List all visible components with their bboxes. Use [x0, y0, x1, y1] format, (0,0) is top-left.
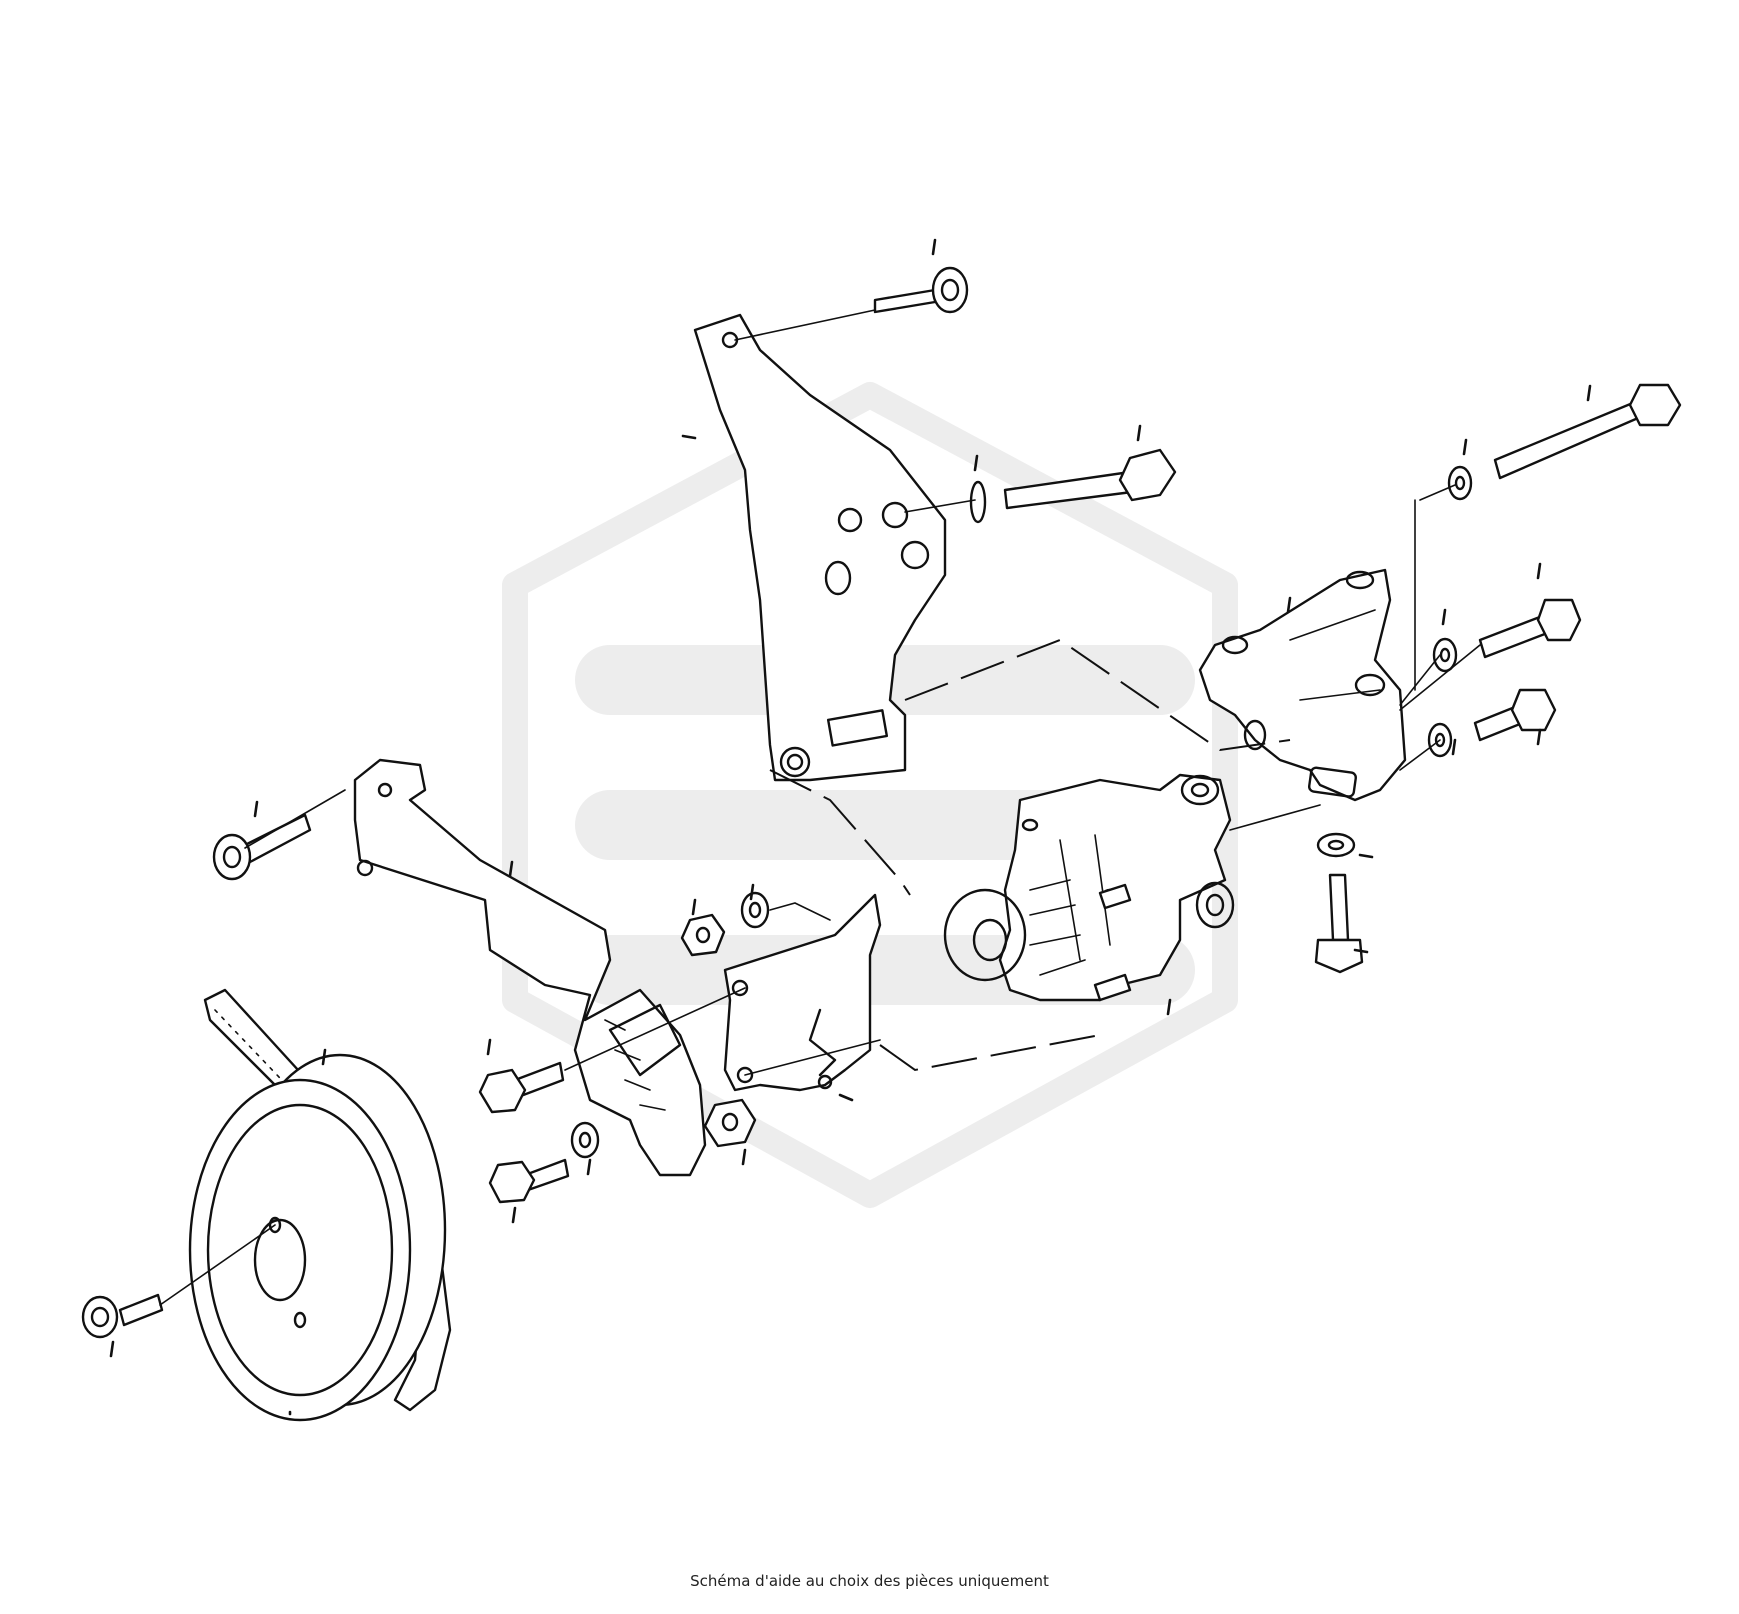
pulley[interactable]: [188, 1053, 447, 1422]
assembly-lines: [159, 309, 1481, 1306]
bolt-lower-left-2[interactable]: [488, 1158, 570, 1204]
bolt-right-2[interactable]: [1473, 688, 1557, 742]
washer-right-top[interactable]: [1447, 465, 1473, 501]
bolt-mid-upper[interactable]: [1003, 448, 1177, 510]
upper-bracket[interactable]: [693, 313, 947, 782]
callout-marks: [109, 238, 1592, 1416]
bolt-lower-left-1[interactable]: [478, 1061, 565, 1114]
bolt-top[interactable]: [873, 266, 969, 314]
bolt-long-right[interactable]: [1493, 383, 1682, 480]
nut-lower[interactable]: [703, 1098, 757, 1148]
bolt-left-bracket[interactable]: [212, 813, 312, 881]
nut-upper[interactable]: [680, 913, 726, 957]
washer-lower-left[interactable]: [570, 1121, 600, 1159]
washer-vertical[interactable]: [1316, 832, 1356, 858]
small-bracket[interactable]: [723, 893, 882, 1092]
spacer-small[interactable]: [740, 891, 770, 929]
bolt-right-1[interactable]: [1478, 598, 1582, 659]
right-support[interactable]: [1198, 568, 1407, 802]
stud-pump-2[interactable]: [1093, 973, 1132, 1002]
stud-pump-1[interactable]: [1098, 883, 1132, 910]
bolt-vertical[interactable]: [1314, 873, 1364, 974]
diagram-caption: Schéma d'aide au choix des pièces unique…: [690, 1572, 1049, 1590]
washer-right-1[interactable]: [1432, 637, 1458, 673]
washer-upper[interactable]: [969, 480, 987, 524]
lower-bracket[interactable]: [353, 758, 707, 1177]
bolt-pulley[interactable]: [81, 1293, 164, 1339]
